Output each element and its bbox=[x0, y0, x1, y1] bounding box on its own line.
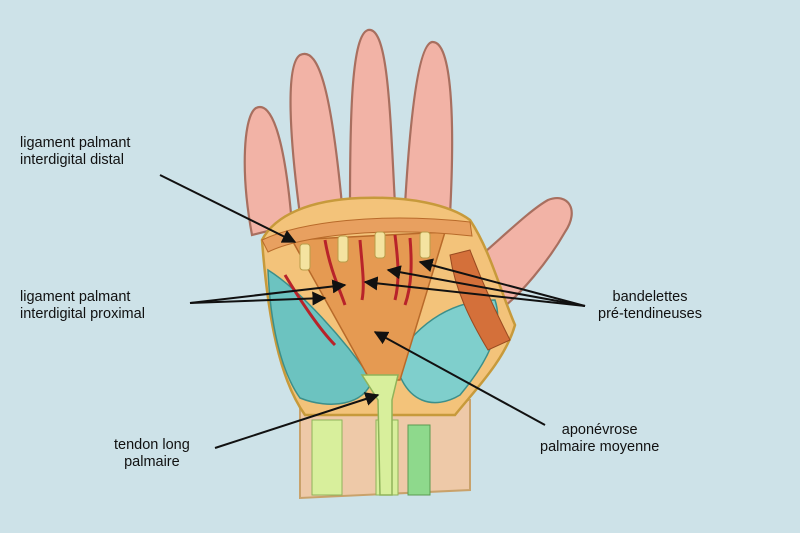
index-finger bbox=[403, 40, 454, 217]
label-line: bandelettes bbox=[612, 289, 688, 305]
muscles bbox=[267, 268, 499, 405]
arrow-bandelettes-3 bbox=[418, 258, 586, 307]
label-pretendinous-bands: bandelettes pré-tendineuses bbox=[598, 289, 702, 323]
label-line: interdigital proximal bbox=[20, 306, 145, 322]
label-line: palmaire moyenne bbox=[540, 439, 660, 455]
arrow-proximal-2 bbox=[189, 291, 327, 306]
arrows bbox=[159, 174, 586, 449]
label-palmar-aponeurosis: aponévrose palmaire moyenne bbox=[540, 422, 659, 456]
label-line: interdigital distal bbox=[20, 152, 124, 168]
fingers bbox=[243, 28, 573, 312]
label-line: palmaire bbox=[124, 454, 180, 470]
label-line: ligament palmant bbox=[20, 135, 131, 151]
middle-finger bbox=[348, 28, 397, 207]
ring-finger bbox=[289, 52, 344, 217]
label-line: tendon long bbox=[114, 437, 190, 453]
arrow-distal bbox=[159, 174, 297, 243]
label-distal-interdigital-ligament: ligament palmant interdigital distal bbox=[20, 135, 130, 169]
arrow-bandelettes-1 bbox=[363, 276, 586, 307]
little-finger bbox=[243, 105, 294, 237]
label-line: pré-tendineuses bbox=[598, 306, 702, 322]
label-proximal-interdigital-ligament: ligament palmant interdigital proximal bbox=[20, 289, 145, 323]
arrow-aponevrose bbox=[373, 331, 546, 426]
arrow-proximal-1 bbox=[189, 279, 347, 304]
label-line: aponévrose bbox=[561, 422, 638, 438]
label-line: ligament palmant bbox=[20, 289, 131, 305]
arrow-tendon bbox=[214, 392, 380, 449]
tendon-sheaths bbox=[299, 231, 431, 271]
arrow-bandelettes-2 bbox=[386, 265, 586, 307]
label-palmaris-longus-tendon: tendon long palmaire bbox=[114, 437, 190, 471]
